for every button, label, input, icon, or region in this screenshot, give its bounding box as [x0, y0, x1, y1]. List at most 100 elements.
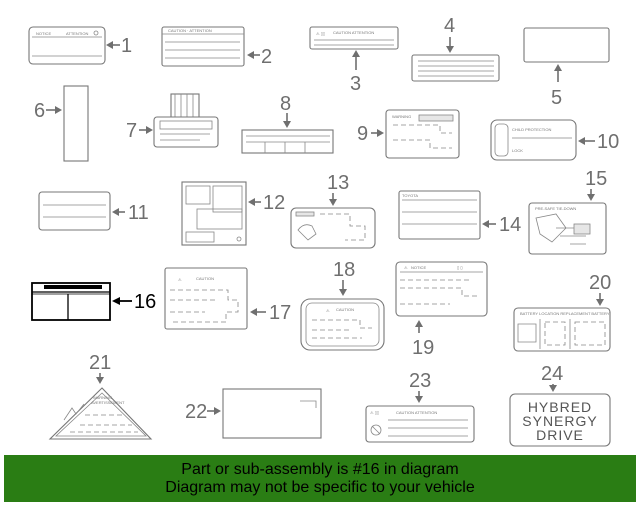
label-14[interactable]: TOYOTA — [398, 190, 481, 240]
label-10[interactable]: CHILD PROTECTION LOCK — [490, 119, 577, 161]
fitment-banner: Part or sub-assembly is #16 in diagram D… — [4, 455, 636, 502]
label-21[interactable]: WARNING AVERTISSEMENT — [48, 387, 153, 440]
svg-text:10: 10 — [597, 131, 619, 153]
svg-text:CAUTION ATTENTION: CAUTION ATTENTION — [333, 30, 374, 35]
callout-23: 23 — [409, 370, 431, 403]
label-6[interactable] — [63, 85, 89, 162]
svg-text:6: 6 — [34, 100, 45, 122]
callout-21: 21 — [89, 352, 111, 384]
svg-text:4: 4 — [444, 15, 455, 37]
svg-text:CAUTION ATTENTION: CAUTION ATTENTION — [396, 410, 437, 415]
svg-text:23: 23 — [409, 370, 431, 392]
svg-text:13: 13 — [327, 172, 349, 194]
svg-text:LOCK: LOCK — [512, 148, 523, 153]
callout-2: 2 — [247, 46, 272, 68]
callout-7: 7 — [126, 120, 153, 142]
callout-11: 11 — [112, 202, 149, 224]
svg-text:19: 19 — [412, 337, 434, 359]
callout-19: 19 — [412, 320, 434, 359]
label-13[interactable] — [290, 207, 376, 249]
callout-5: 5 — [551, 64, 562, 109]
svg-text:8: 8 — [280, 93, 291, 115]
svg-text:WARNING: WARNING — [93, 395, 112, 400]
callout-3: 3 — [350, 50, 361, 95]
svg-text:2: 2 — [261, 46, 272, 68]
svg-text:18: 18 — [333, 259, 355, 281]
svg-text:PRE-SAFE TIE-DOWN: PRE-SAFE TIE-DOWN — [535, 206, 576, 211]
svg-text:ATTENTION: ATTENTION — [66, 31, 88, 36]
svg-text:WARNING: WARNING — [392, 114, 411, 119]
parts-diagram: NOTICE ATTENTION 1 CAUTION · ATTENTION 2… — [28, 15, 619, 447]
svg-text:DRIVE: DRIVE — [536, 427, 584, 443]
svg-text:CAUTION · ATTENTION: CAUTION · ATTENTION — [168, 28, 212, 33]
label-20[interactable]: BATTERY LOCATION REPLACEMENT BATTERY — [513, 307, 611, 352]
label-3[interactable]: ⚠ ▯▯ CAUTION ATTENTION — [309, 26, 399, 50]
svg-text:11: 11 — [128, 202, 149, 224]
callout-8: 8 — [280, 93, 291, 128]
label-24[interactable]: HYBRED SYNERGY DRIVE — [509, 393, 611, 447]
svg-text:BATTERY LOCATION REPLACEMENT: BATTERY LOCATION REPLACEMENT BATTERY — [520, 311, 610, 316]
svg-text:▯ ▯: ▯ ▯ — [457, 265, 463, 270]
callout-22: 22 — [185, 401, 221, 423]
label-12[interactable] — [181, 181, 247, 246]
svg-text:HYBRED: HYBRED — [528, 399, 592, 415]
svg-text:⚠: ⚠ — [178, 277, 182, 282]
callout-13: 13 — [327, 172, 349, 206]
callout-4: 4 — [444, 15, 455, 53]
callout-9: 9 — [357, 123, 384, 145]
svg-text:SYNERGY: SYNERGY — [522, 413, 597, 429]
label-9[interactable]: WARNING — [385, 109, 460, 159]
label-18[interactable]: ⚠ CAUTION — [300, 298, 385, 351]
svg-text:CHILD PROTECTION: CHILD PROTECTION — [512, 127, 551, 132]
svg-text:CAUTION: CAUTION — [196, 276, 214, 281]
banner-line-1: Part or sub-assembly is #16 in diagram — [181, 461, 459, 478]
label-23[interactable]: ⚠ ▯▯ CAUTION ATTENTION — [365, 405, 475, 443]
svg-text:17: 17 — [269, 302, 291, 324]
label-7[interactable] — [153, 93, 219, 148]
label-8[interactable] — [241, 129, 334, 154]
callout-18: 18 — [333, 259, 355, 296]
svg-text:3: 3 — [350, 73, 361, 95]
label-4[interactable] — [411, 54, 500, 82]
label-15[interactable]: PRE-SAFE TIE-DOWN — [528, 202, 607, 255]
svg-text:NOTICE: NOTICE — [411, 265, 426, 270]
callout-24: 24 — [541, 363, 563, 392]
callout-12: 12 — [248, 192, 285, 214]
svg-text:⚠: ⚠ — [326, 308, 330, 313]
label-2[interactable]: CAUTION · ATTENTION — [161, 26, 245, 67]
callout-14: 14 — [482, 214, 521, 236]
svg-text:9: 9 — [357, 123, 368, 145]
label-17[interactable]: ⚠ CAUTION — [164, 267, 248, 330]
label-16-highlighted[interactable] — [31, 282, 111, 321]
svg-text:20: 20 — [589, 272, 611, 294]
callout-1: 1 — [106, 35, 132, 57]
svg-text:22: 22 — [185, 401, 207, 423]
svg-text:7: 7 — [126, 120, 137, 142]
label-22[interactable] — [222, 388, 322, 439]
callout-16: 16 — [112, 291, 156, 313]
callout-17: 17 — [250, 302, 291, 324]
label-1[interactable]: NOTICE ATTENTION — [28, 26, 106, 65]
svg-text:NOTICE: NOTICE — [36, 31, 51, 36]
svg-text:AVERTISSEMENT: AVERTISSEMENT — [91, 400, 125, 405]
banner-line-2: Diagram may not be specific to your vehi… — [165, 479, 475, 496]
callout-6: 6 — [34, 100, 62, 122]
svg-text:12: 12 — [263, 192, 285, 214]
label-19[interactable]: ⚠ NOTICE ▯ ▯ — [395, 261, 488, 317]
callout-10: 10 — [578, 131, 619, 153]
svg-text:5: 5 — [551, 87, 562, 109]
svg-text:TOYOTA: TOYOTA — [402, 193, 418, 198]
label-5[interactable] — [523, 27, 610, 63]
svg-text:16: 16 — [134, 291, 156, 313]
svg-text:1: 1 — [121, 35, 132, 57]
svg-text:⚠ ▯▯: ⚠ ▯▯ — [370, 410, 379, 415]
svg-text:⚠: ⚠ — [404, 265, 408, 270]
svg-text:⚠ ▯▯: ⚠ ▯▯ — [316, 31, 325, 36]
svg-text:21: 21 — [89, 352, 111, 374]
callout-15: 15 — [585, 168, 607, 201]
svg-text:CAUTION: CAUTION — [336, 307, 354, 312]
svg-text:24: 24 — [541, 363, 563, 385]
label-11[interactable] — [38, 191, 111, 231]
svg-text:14: 14 — [499, 214, 521, 236]
svg-text:15: 15 — [585, 168, 607, 190]
